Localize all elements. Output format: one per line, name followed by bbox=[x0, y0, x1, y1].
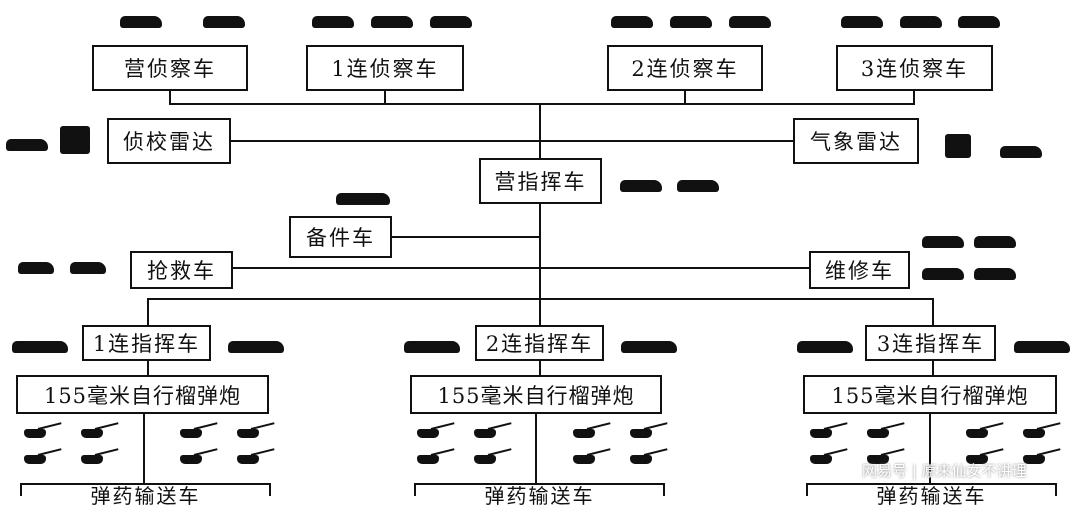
howitzer-icon bbox=[966, 426, 996, 438]
howitzer-icon bbox=[237, 426, 267, 438]
connector bbox=[169, 90, 171, 104]
vehicle-icon bbox=[371, 16, 413, 28]
vehicle-icon bbox=[620, 180, 662, 192]
truck-icon bbox=[974, 236, 1016, 248]
vehicle-icon bbox=[228, 341, 284, 353]
connector bbox=[230, 140, 794, 142]
howitzer-icon bbox=[417, 426, 447, 438]
vehicle-icon bbox=[1014, 341, 1070, 353]
howitzer-icon bbox=[810, 426, 840, 438]
radar-vehicle-icon bbox=[1000, 146, 1042, 158]
connector bbox=[147, 298, 149, 326]
truck-icon bbox=[922, 236, 964, 248]
connector bbox=[143, 412, 145, 484]
box-company2-command: 2连指挥车 bbox=[475, 325, 604, 361]
box-company3-recon: 3连侦察车 bbox=[836, 45, 993, 91]
box-company1-command: 1连指挥车 bbox=[82, 325, 211, 361]
connector bbox=[535, 412, 537, 484]
howitzer-icon bbox=[867, 452, 897, 464]
vehicle-icon bbox=[900, 16, 942, 28]
howitzer-icon bbox=[630, 426, 660, 438]
truck-icon bbox=[922, 268, 964, 280]
connector bbox=[384, 90, 386, 104]
connector bbox=[232, 267, 810, 269]
vehicle-icon bbox=[729, 16, 771, 28]
box-spare-parts: 备件车 bbox=[289, 216, 392, 258]
connector bbox=[539, 298, 541, 326]
connector bbox=[147, 360, 149, 376]
connector bbox=[390, 236, 540, 238]
howitzer-icon bbox=[1023, 452, 1053, 464]
recovery-vehicle-icon bbox=[70, 262, 106, 274]
vehicle-icon bbox=[797, 341, 853, 353]
vehicle-icon bbox=[841, 16, 883, 28]
vehicle-icon bbox=[430, 16, 472, 28]
box-company3-artillery: 155毫米自行榴弹炮 bbox=[803, 375, 1057, 414]
vehicle-icon bbox=[670, 16, 712, 28]
vehicle-icon bbox=[203, 16, 245, 28]
vehicle-icon bbox=[404, 341, 460, 353]
howitzer-icon bbox=[474, 452, 504, 464]
watermark: 网易号 | 原来仙女不讲理 bbox=[862, 462, 1027, 480]
box-weather-radar: 气象雷达 bbox=[793, 118, 919, 164]
radar-icon bbox=[60, 126, 90, 154]
box-company1-ammo: 弹药输送车 bbox=[20, 483, 271, 506]
howitzer-icon bbox=[81, 452, 111, 464]
howitzer-icon bbox=[1023, 426, 1053, 438]
howitzer-icon bbox=[867, 426, 897, 438]
connector bbox=[932, 360, 934, 376]
vehicle-icon bbox=[336, 193, 390, 205]
howitzer-icon bbox=[24, 426, 54, 438]
howitzer-icon bbox=[180, 426, 210, 438]
box-battalion-command: 营指挥车 bbox=[479, 158, 602, 204]
box-company1-artillery: 155毫米自行榴弹炮 bbox=[16, 375, 269, 414]
org-chart: 营侦察车 1连侦察车 2连侦察车 3连侦察车 侦校雷达 气象雷达 营指挥车 备件… bbox=[0, 0, 1080, 496]
vehicle-icon bbox=[12, 341, 68, 353]
vehicle-icon bbox=[312, 16, 354, 28]
box-rescue: 抢救车 bbox=[130, 251, 233, 289]
howitzer-icon bbox=[417, 452, 447, 464]
connector bbox=[932, 298, 934, 326]
box-company1-recon: 1连侦察车 bbox=[306, 45, 464, 91]
radar-icon bbox=[945, 134, 971, 158]
vehicle-icon bbox=[677, 180, 719, 192]
howitzer-icon bbox=[180, 452, 210, 464]
howitzer-icon bbox=[573, 426, 603, 438]
connector bbox=[913, 90, 915, 104]
howitzer-icon bbox=[24, 452, 54, 464]
vehicle-icon bbox=[611, 16, 653, 28]
howitzer-icon bbox=[474, 426, 504, 438]
box-company3-ammo: 弹药输送车 bbox=[806, 483, 1057, 506]
box-company3-command: 3连指挥车 bbox=[865, 325, 996, 361]
connector bbox=[684, 90, 686, 104]
box-company2-ammo: 弹药输送车 bbox=[414, 483, 665, 506]
howitzer-icon bbox=[81, 426, 111, 438]
box-survey-radar: 侦校雷达 bbox=[107, 118, 231, 164]
recovery-vehicle-icon bbox=[18, 262, 54, 274]
howitzer-icon bbox=[573, 452, 603, 464]
vehicle-icon bbox=[120, 16, 162, 28]
vehicle-icon bbox=[958, 16, 1000, 28]
box-repair: 维修车 bbox=[809, 251, 910, 289]
radar-vehicle-icon bbox=[6, 139, 48, 151]
howitzer-icon bbox=[810, 452, 840, 464]
connector bbox=[929, 412, 931, 484]
howitzer-icon bbox=[237, 452, 267, 464]
truck-icon bbox=[974, 268, 1016, 280]
vehicle-icon bbox=[621, 341, 677, 353]
howitzer-icon bbox=[630, 452, 660, 464]
howitzer-icon bbox=[966, 452, 996, 464]
box-company2-recon: 2连侦察车 bbox=[607, 45, 763, 91]
connector bbox=[169, 103, 915, 105]
connector bbox=[539, 360, 541, 376]
box-company2-artillery: 155毫米自行榴弹炮 bbox=[410, 375, 662, 414]
box-battalion-recon: 营侦察车 bbox=[92, 45, 248, 91]
